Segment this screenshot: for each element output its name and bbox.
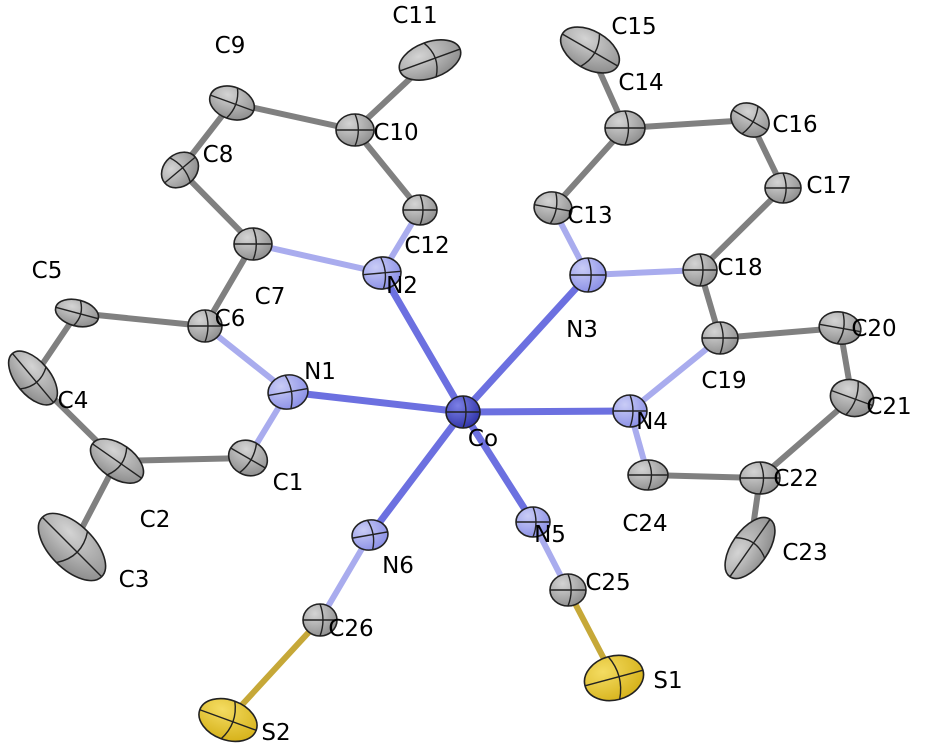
atom-label-N2: N2 [386,273,418,299]
atom-label-C17: C17 [806,173,851,199]
atom-C21 [829,378,875,418]
atom-C10 [335,113,375,147]
atom-C9 [208,85,256,121]
atom-label-C23: C23 [782,540,827,566]
atom-label-C14: C14 [618,70,663,96]
atom-N6 [351,519,389,551]
bond-C14-C16 [622,117,753,131]
atom-label-C16: C16 [772,112,817,138]
atom-label-C15: C15 [611,14,656,40]
atom-label-C9: C9 [215,33,246,59]
bond-Co-N4 [459,407,634,416]
bond-Co-N2 [378,269,467,416]
atom-C24 [627,459,669,491]
atom-label-C26: C26 [328,616,373,642]
atom-label-C7: C7 [255,284,286,310]
atom-C14 [604,110,646,146]
atom-label-C10: C10 [373,120,418,146]
bond-C19-N4 [627,335,723,414]
atom-label-N6: N6 [382,553,414,579]
atom-S2 [198,697,258,743]
atom-label-C21: C21 [866,394,911,420]
atom-label-C6: C6 [215,306,246,332]
atom-N2 [362,256,402,290]
atom-label-C18: C18 [717,255,762,281]
atom-C8 [160,151,200,189]
atom-C7 [233,227,273,261]
atoms-layer [7,26,875,743]
atom-N1 [267,374,309,410]
atom-C18 [682,253,718,287]
atom-C1 [227,439,269,477]
atom-N3 [569,257,607,293]
atom-C6 [187,309,223,343]
atom-C3 [37,512,107,582]
atom-C4 [7,350,59,406]
atom-label-C8: C8 [203,142,234,168]
bond-C21-C22 [757,395,855,481]
labels-layer: CoN1N2N3N4N5N6S1S2C1C2C3C4C5C6C7C8C9C10C… [32,3,912,746]
atom-S1 [583,654,645,702]
atom-C19 [701,321,739,355]
atom-label-N3: N3 [566,317,598,343]
atom-label-N4: N4 [636,409,668,435]
atom-N5 [515,506,551,538]
atom-C13 [533,191,573,225]
bond-C26-S2 [225,617,323,723]
atom-C5 [54,298,100,328]
atom-label-C20: C20 [851,316,896,342]
bond-C17-C18 [697,185,786,273]
atom-label-C2: C2 [140,507,171,533]
atom-label-Co: Co [468,426,498,452]
atom-label-S2: S2 [261,720,290,746]
atom-C15 [559,26,621,74]
atom-C26 [302,603,338,637]
atom-C20 [818,311,862,345]
atom-label-C24: C24 [622,511,667,537]
atom-label-S1: S1 [653,668,682,694]
atom-label-C11: C11 [392,3,437,29]
atom-label-N1: N1 [304,359,336,385]
atom-C22 [739,461,781,495]
bond-Co-N3 [459,271,592,416]
atom-label-N5: N5 [534,522,566,548]
bond-Co-N5 [459,408,537,526]
atom-C16 [730,102,770,138]
atom-C17 [764,172,802,204]
atom-N4 [612,394,648,428]
atom-label-C3: C3 [119,567,150,593]
atom-C25 [549,573,587,607]
atom-Co [445,395,481,429]
atom-label-C12: C12 [404,233,449,259]
atom-label-C13: C13 [567,203,612,229]
atom-label-C4: C4 [58,388,89,414]
atom-label-C19: C19 [701,368,746,394]
atom-C12 [402,194,438,226]
atom-label-C5: C5 [32,258,63,284]
atom-C2 [89,438,145,484]
bond-Co-N1 [284,388,467,416]
bond-C7-N2 [250,241,385,276]
atom-C23 [724,516,776,580]
atom-label-C22: C22 [773,466,818,492]
bond-Co-N6 [366,408,467,539]
atom-label-C25: C25 [585,570,630,596]
atom-label-C1: C1 [273,470,304,496]
atom-C11 [398,39,462,81]
